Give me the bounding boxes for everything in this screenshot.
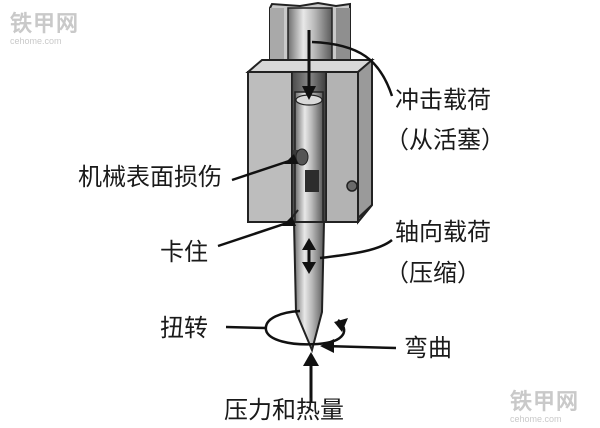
leader-axial [319, 239, 393, 260]
label-compression: （压缩） [385, 259, 481, 287]
leader-bending-head [320, 339, 334, 353]
watermark-top-left: 铁甲网 cehome.com [10, 6, 79, 46]
label-bending: 弯曲 [404, 334, 452, 362]
label-surface-damage: 机械表面损伤 [78, 163, 222, 191]
watermark-bottom-right: 铁甲网 cehome.com [510, 384, 579, 424]
torsion-arrow [264, 309, 348, 346]
impact-arrow [302, 30, 316, 100]
pressure-arrow [303, 352, 319, 402]
leader-surface-damage-head [284, 154, 298, 164]
watermark-title: 铁甲网 [510, 389, 580, 414]
leader-torsion [225, 325, 267, 330]
leader-impact [311, 40, 394, 97]
watermark-title: 铁甲网 [10, 11, 80, 36]
label-axial-load: 轴向载荷 [395, 218, 491, 246]
label-pressure-heat: 压力和热量 [224, 396, 344, 424]
watermark-url: cehome.com [10, 36, 62, 46]
leader-lines [217, 40, 397, 353]
watermark-url: cehome.com [510, 414, 562, 424]
axial-arrow [302, 238, 316, 274]
label-torsion: 扭转 [160, 314, 208, 342]
leader-bending [323, 344, 397, 350]
label-impact-load: 冲击载荷 [395, 86, 491, 114]
label-from-piston: （从活塞） [385, 126, 505, 154]
leader-seizure-head [282, 216, 296, 226]
label-seizure: 卡住 [160, 238, 208, 266]
leader-surface-damage [231, 158, 293, 182]
leader-seizure [217, 220, 291, 248]
